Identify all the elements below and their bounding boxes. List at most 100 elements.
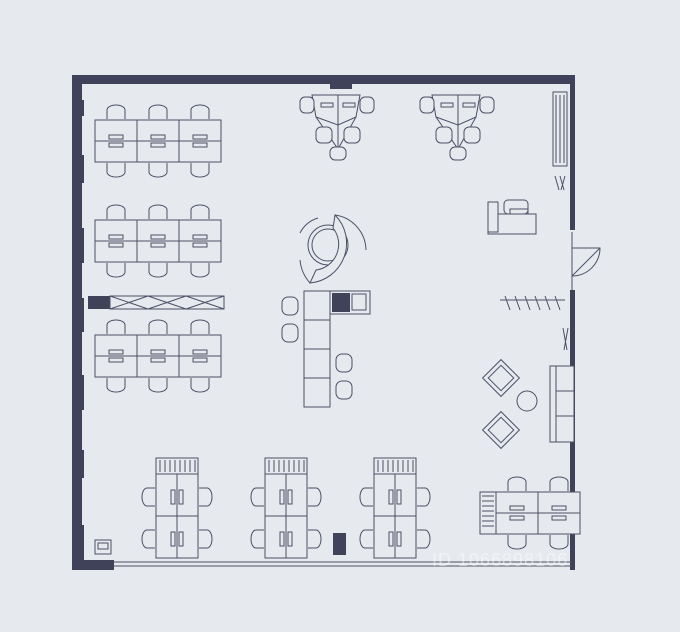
chair bbox=[190, 378, 210, 393]
chair bbox=[507, 535, 527, 550]
chair bbox=[148, 204, 168, 219]
desk bbox=[94, 355, 138, 378]
chair bbox=[106, 104, 126, 119]
chair bbox=[106, 204, 126, 219]
desk bbox=[178, 140, 222, 163]
lounge-area bbox=[481, 358, 575, 450]
monitor bbox=[150, 349, 166, 355]
chair bbox=[190, 104, 210, 119]
storage-unit bbox=[479, 491, 497, 535]
desk bbox=[136, 140, 180, 163]
chair bbox=[250, 529, 264, 549]
desk bbox=[394, 515, 417, 559]
monitor bbox=[279, 531, 285, 547]
desk bbox=[178, 119, 222, 142]
watermark: ID 1066898106 bbox=[432, 550, 569, 570]
coat-rack bbox=[500, 175, 569, 351]
workstation-clusters-bottom bbox=[141, 457, 431, 559]
desk bbox=[178, 240, 222, 263]
monitor bbox=[551, 515, 567, 521]
monitor bbox=[287, 489, 293, 505]
chair bbox=[359, 487, 373, 507]
storage-unit bbox=[264, 457, 308, 475]
chair bbox=[343, 126, 361, 144]
desk bbox=[176, 515, 199, 559]
desk bbox=[136, 119, 180, 142]
storage-unit bbox=[155, 457, 199, 475]
monitor bbox=[108, 242, 124, 248]
desk bbox=[94, 334, 138, 357]
chair bbox=[417, 529, 431, 549]
monitor bbox=[192, 357, 208, 363]
chair bbox=[549, 476, 569, 491]
chair bbox=[190, 319, 210, 334]
monitor bbox=[396, 489, 402, 505]
chair bbox=[148, 163, 168, 178]
chair bbox=[463, 126, 481, 144]
printer bbox=[94, 539, 112, 555]
column-pillar bbox=[333, 533, 346, 555]
window-storage bbox=[552, 91, 568, 167]
chair bbox=[148, 104, 168, 119]
desk bbox=[136, 240, 180, 263]
monitor bbox=[150, 234, 166, 240]
chair bbox=[148, 378, 168, 393]
chair bbox=[549, 535, 569, 550]
monitor bbox=[342, 102, 356, 108]
monitor bbox=[108, 234, 124, 240]
monitor bbox=[150, 357, 166, 363]
chair bbox=[449, 146, 467, 161]
front-desk bbox=[487, 199, 537, 235]
monitor bbox=[192, 242, 208, 248]
workstation-clusters-left bbox=[94, 104, 222, 393]
desk bbox=[155, 473, 178, 517]
chair bbox=[106, 319, 126, 334]
desk bbox=[264, 473, 287, 517]
chair bbox=[148, 263, 168, 278]
monitor bbox=[388, 489, 394, 505]
desk bbox=[136, 219, 180, 242]
chair bbox=[199, 487, 213, 507]
monitor bbox=[150, 142, 166, 148]
chair bbox=[507, 476, 527, 491]
chair bbox=[190, 204, 210, 219]
monitor bbox=[108, 357, 124, 363]
storage-cabinet bbox=[88, 295, 225, 310]
round-meeting-table bbox=[299, 213, 367, 284]
desk bbox=[176, 473, 199, 517]
chair bbox=[315, 126, 333, 144]
desk bbox=[537, 512, 581, 535]
desk bbox=[178, 219, 222, 242]
chair bbox=[190, 263, 210, 278]
chair bbox=[199, 529, 213, 549]
workstation-cluster-right bbox=[479, 476, 581, 550]
chair bbox=[250, 487, 264, 507]
monitor bbox=[509, 515, 525, 521]
chair bbox=[106, 378, 126, 393]
desk bbox=[94, 119, 138, 142]
desk bbox=[178, 334, 222, 357]
monitor bbox=[192, 142, 208, 148]
entrance-door bbox=[571, 232, 601, 290]
chair bbox=[299, 96, 315, 114]
desk bbox=[394, 473, 417, 517]
desk bbox=[285, 473, 308, 517]
desk bbox=[155, 515, 178, 559]
meeting-pods bbox=[299, 94, 495, 161]
monitor bbox=[551, 505, 567, 511]
chair bbox=[308, 529, 322, 549]
reception-counter bbox=[281, 290, 371, 408]
chair bbox=[308, 487, 322, 507]
desk bbox=[136, 334, 180, 357]
monitor bbox=[178, 489, 184, 505]
chair bbox=[435, 126, 453, 144]
monitor bbox=[509, 505, 525, 511]
monitor bbox=[108, 142, 124, 148]
desk bbox=[285, 515, 308, 559]
monitor bbox=[192, 234, 208, 240]
monitor bbox=[462, 102, 476, 108]
chair bbox=[106, 163, 126, 178]
monitor bbox=[170, 531, 176, 547]
chair bbox=[359, 96, 375, 114]
